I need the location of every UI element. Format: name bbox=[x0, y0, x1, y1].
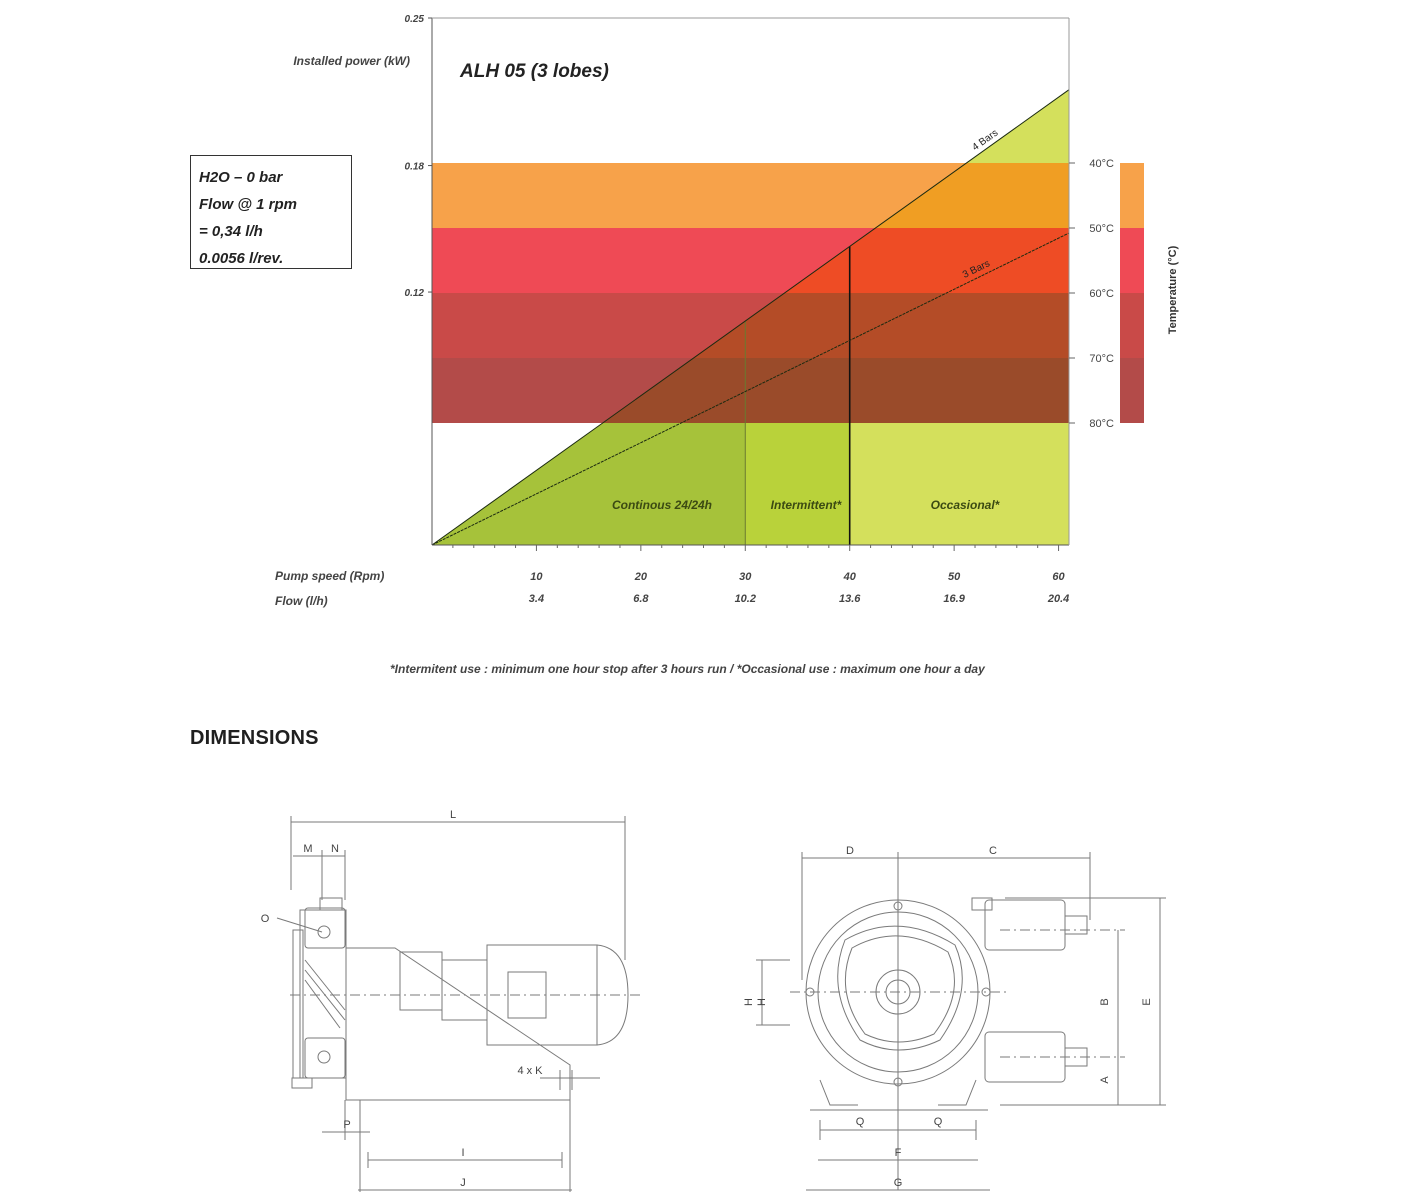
dimension-label: G bbox=[894, 1177, 903, 1189]
temperature-axis-label: Temperature (°C) bbox=[1167, 245, 1179, 334]
info-line: 0.0056 l/rev. bbox=[199, 250, 284, 267]
dimension-label: I bbox=[461, 1147, 464, 1159]
zone-label: Continous 24/24h bbox=[612, 498, 712, 512]
info-line: Flow @ 1 rpm bbox=[199, 196, 297, 213]
temperature-scale-band bbox=[1120, 358, 1144, 423]
dimension-label: N bbox=[331, 843, 339, 855]
side-view-drawing bbox=[276, 816, 640, 1192]
info-line: = 0,34 l/h bbox=[199, 223, 263, 240]
temperature-label: 80°C bbox=[1089, 418, 1114, 430]
dimension-label: P bbox=[343, 1119, 350, 1131]
x-flow-label: 20.4 bbox=[1047, 593, 1069, 605]
dimension-label: B bbox=[1099, 998, 1111, 1005]
dimension-label: J bbox=[460, 1177, 466, 1189]
temperature-label: 60°C bbox=[1089, 288, 1114, 300]
flow-info-box: H2O – 0 bar Flow @ 1 rpm = 0,34 l/h 0.00… bbox=[190, 155, 352, 269]
y-tick-label: 0.12 bbox=[405, 288, 425, 299]
dimension-label: A bbox=[1099, 1076, 1111, 1084]
x-rpm-label: 10 bbox=[530, 571, 543, 583]
dimension-label: M bbox=[303, 843, 312, 855]
y-axis-label: Installed power (kW) bbox=[293, 54, 410, 68]
temperature-scale-band bbox=[1120, 293, 1144, 358]
front-view-drawing bbox=[756, 852, 1166, 1191]
pressure-line bbox=[431, 89, 1070, 546]
temperature-label: 40°C bbox=[1089, 158, 1114, 170]
info-line: H2O – 0 bar bbox=[199, 169, 283, 186]
pressure-line bbox=[431, 232, 1070, 546]
dimension-label: Q bbox=[934, 1116, 943, 1128]
dimension-label: H bbox=[743, 998, 755, 1006]
x-row-label: Pump speed (Rpm) bbox=[275, 569, 384, 583]
x-flow-label: 10.2 bbox=[735, 593, 756, 605]
dimension-label: O bbox=[261, 913, 270, 925]
x-flow-label: 13.6 bbox=[839, 593, 861, 605]
x-rpm-label: 30 bbox=[739, 571, 752, 583]
chart-title: ALH 05 (3 lobes) bbox=[459, 61, 609, 82]
dimensions-title: DIMENSIONS bbox=[190, 727, 319, 749]
dimension-label: 4 x K bbox=[517, 1065, 543, 1077]
temperature-label: 70°C bbox=[1089, 353, 1114, 365]
dimension-label: C bbox=[989, 845, 997, 857]
dimension-label: H bbox=[756, 998, 768, 1006]
x-rpm-label: 40 bbox=[843, 571, 857, 583]
y-tick-label: 0.25 bbox=[405, 14, 425, 25]
x-rpm-label: 60 bbox=[1052, 571, 1065, 583]
usage-footnote: *Intermitent use : minimum one hour stop… bbox=[390, 662, 985, 676]
y-tick-label: 0.18 bbox=[405, 162, 425, 173]
dimension-label: D bbox=[846, 845, 854, 857]
x-rpm-label: 50 bbox=[948, 571, 961, 583]
x-rpm-label: 20 bbox=[634, 571, 648, 583]
zone-label: Intermittent* bbox=[771, 498, 843, 512]
x-flow-label: 6.8 bbox=[633, 593, 649, 605]
temperature-scale-band bbox=[1120, 228, 1144, 293]
x-flow-label: 3.4 bbox=[529, 593, 544, 605]
dimension-label: L bbox=[450, 809, 456, 821]
zone-label: Occasional* bbox=[931, 498, 1001, 512]
chart-axes bbox=[428, 17, 1070, 551]
dimension-label: Q bbox=[856, 1116, 865, 1128]
temperature-scale-band bbox=[1120, 163, 1144, 228]
temperature-scale: 40°C 50°C 60°C 70°C 80°C Temperature (°C) bbox=[1069, 158, 1179, 430]
x-row-label: Flow (l/h) bbox=[275, 594, 328, 608]
x-flow-label: 16.9 bbox=[943, 593, 965, 605]
dimension-label: E bbox=[1141, 998, 1153, 1005]
dimension-drawings: L M N O 4 x K P I J D C HH B E A Q Q F G bbox=[261, 809, 1166, 1192]
temperature-label: 50°C bbox=[1089, 223, 1114, 235]
dimension-label: F bbox=[895, 1147, 902, 1159]
